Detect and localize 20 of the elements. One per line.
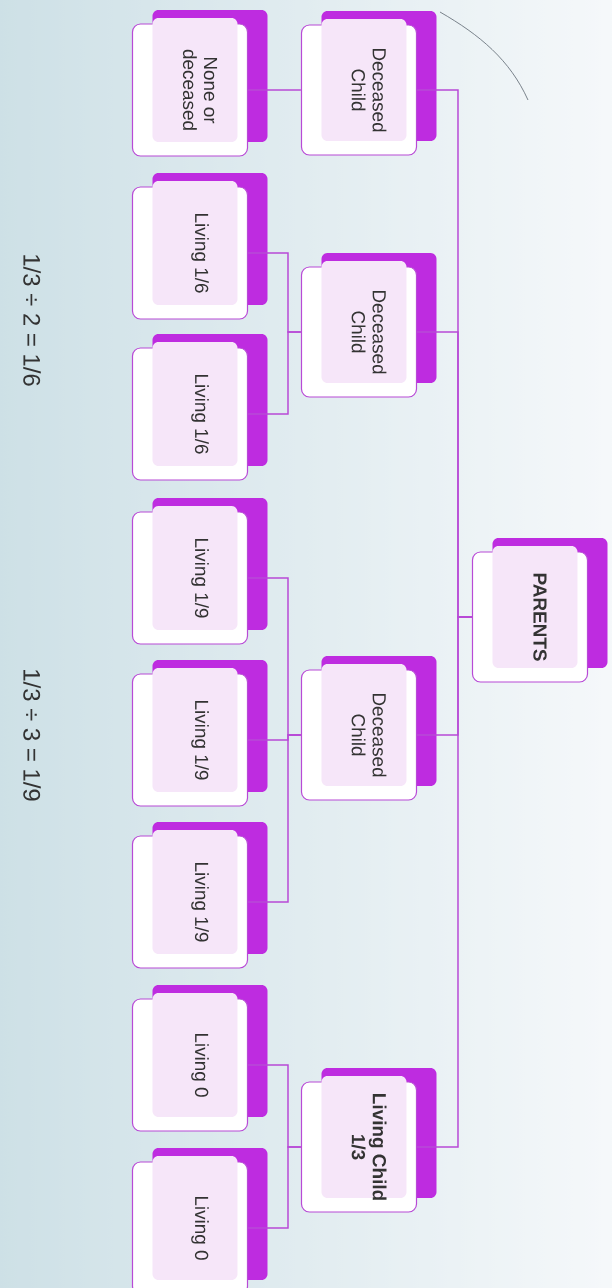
- calculation-label: 1/3 ÷ 2 = 1/6: [23, 255, 41, 386]
- connector-line: [247, 89, 302, 91]
- calculation-label: 1/3 ÷ 3 = 1/9: [23, 670, 41, 801]
- grandchild-box: Living 1/9: [131, 498, 268, 645]
- connector-line: [247, 734, 302, 903]
- child-box: Living Child 1/3: [300, 1068, 437, 1213]
- connector-line: [247, 331, 302, 415]
- child-box: Deceased Child: [300, 11, 437, 156]
- connector-line: [416, 616, 473, 1148]
- grandchild-box: Living 0: [131, 1148, 268, 1288]
- grandchild-box: Living 1/6: [131, 173, 268, 320]
- connector-line: [247, 1146, 302, 1229]
- grandchild-box: Living 1/6: [131, 334, 268, 481]
- parents-box: PARENTS: [471, 538, 608, 683]
- grandchild-box: Living 0: [131, 985, 268, 1132]
- grandchild-box: Living 1/9: [131, 822, 268, 969]
- child-box: Deceased Child: [300, 253, 437, 398]
- grandchild-box: None or deceased: [131, 10, 268, 157]
- child-box: Deceased Child: [300, 656, 437, 801]
- grandchild-box: Living 1/9: [131, 660, 268, 807]
